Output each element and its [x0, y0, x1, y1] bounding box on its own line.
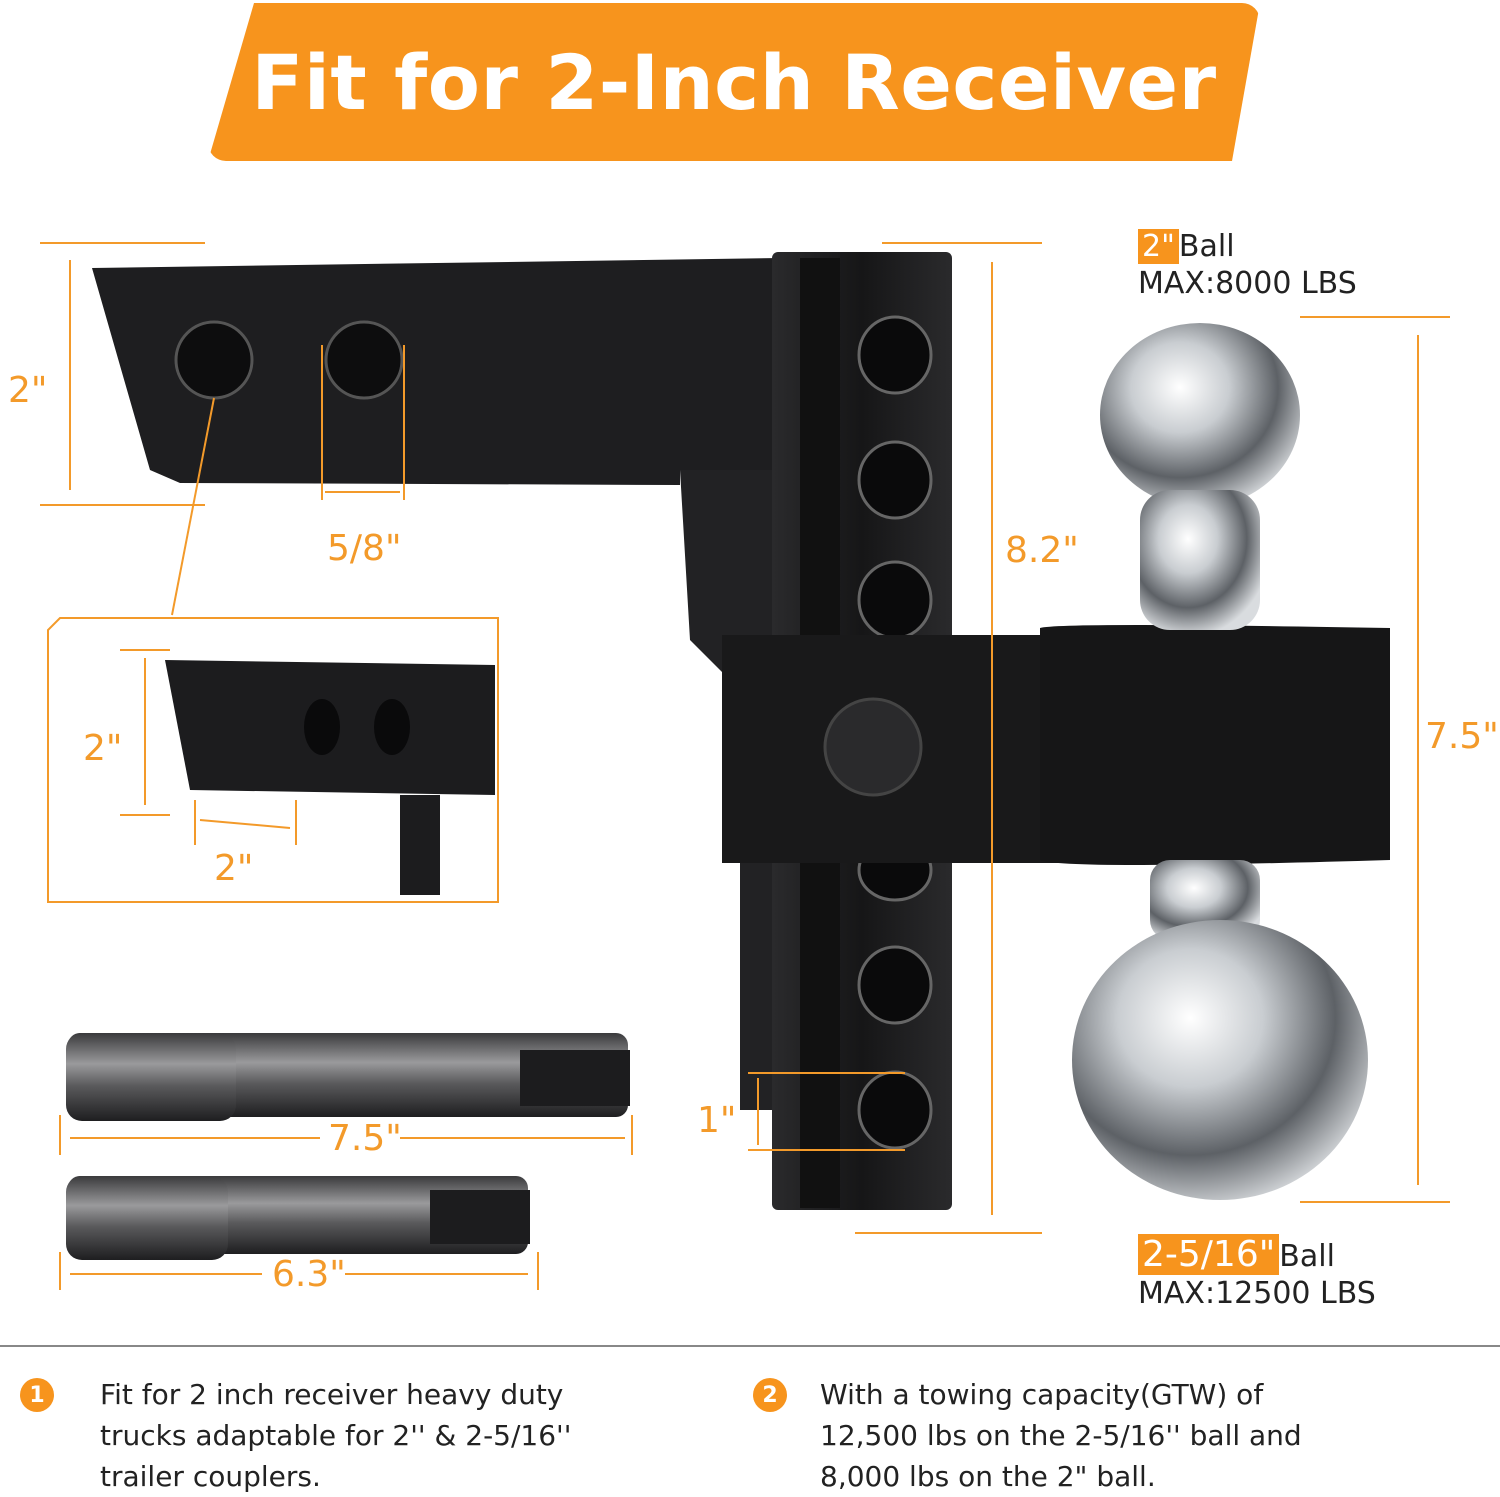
- hole-spacing-label: 1": [697, 1100, 737, 1141]
- inset-width-label: 2": [214, 848, 254, 889]
- banner-title: Fit for 2-Inch Receiver: [251, 37, 1217, 127]
- pin-short-label: 6.3": [272, 1254, 346, 1295]
- hitch-shank: [92, 258, 780, 1110]
- ball-top: [1100, 323, 1300, 630]
- drop-length-label: 8.2": [1005, 530, 1079, 571]
- shank-height-label: 2": [8, 370, 48, 411]
- dimension-lines: [40, 242, 1450, 1290]
- ball-bottom-max: MAX:12500 LBS: [1138, 1276, 1376, 1311]
- pin-short: [66, 1176, 530, 1260]
- ball-top-size: 2": [1138, 229, 1179, 264]
- title-banner: [208, 3, 1260, 161]
- feature-2-line: 8,000 lbs on the 2" ball.: [820, 1460, 1156, 1493]
- ball-mount-height-label: 7.5": [1425, 716, 1499, 757]
- hitch-illustration: [40, 242, 1450, 1290]
- ball-bottom-size: 2-5/16": [1138, 1234, 1280, 1275]
- feature-1-text: Fit for 2 inch receiver heavy duty truck…: [100, 1374, 571, 1497]
- feature-1-number: 1: [20, 1378, 54, 1412]
- ball-bottom-label: 2-5/16"Ball MAX:12500 LBS: [1138, 1234, 1376, 1312]
- inset-detail: [47, 397, 499, 903]
- feature-2-number: 2: [753, 1378, 787, 1412]
- feature-2-text: With a towing capacity(GTW) of 12,500 lb…: [820, 1374, 1302, 1497]
- pin-long-label: 7.5": [328, 1118, 402, 1159]
- feature-1-line: Fit for 2 inch receiver heavy duty: [100, 1378, 564, 1411]
- hole-diameter-label: 5/8": [327, 528, 402, 569]
- ball-bottom-word: Ball: [1279, 1239, 1335, 1274]
- pin-long: [66, 1033, 630, 1121]
- section-divider: [0, 1345, 1500, 1347]
- ball-top-word: Ball: [1178, 229, 1235, 264]
- ball-top-label: 2"Ball MAX:8000 LBS: [1138, 228, 1357, 302]
- feature-2-line: With a towing capacity(GTW) of: [820, 1378, 1264, 1411]
- feature-1-line: trucks adaptable for 2'' & 2-5/16'': [100, 1419, 572, 1452]
- ball-bottom: [1072, 860, 1368, 1200]
- feature-2-line: 12,500 lbs on the 2-5/16'' ball and: [820, 1419, 1302, 1452]
- feature-1-line: trailer couplers.: [100, 1460, 321, 1493]
- inset-height-label: 2": [83, 728, 123, 769]
- ball-platform: [722, 625, 1390, 865]
- ball-top-max: MAX:8000 LBS: [1138, 266, 1357, 301]
